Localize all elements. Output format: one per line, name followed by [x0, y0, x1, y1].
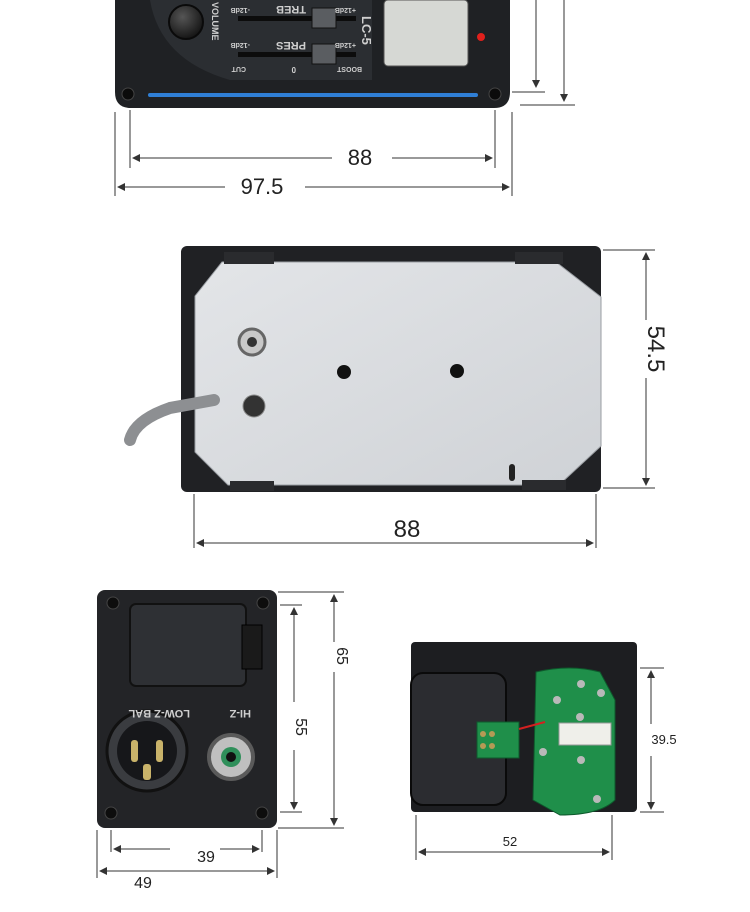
screw-hole-left [121, 87, 135, 101]
treb-label: TREB [276, 3, 306, 15]
treb-slider-track [238, 16, 356, 21]
top-unit-dimensions [114, 0, 575, 196]
mount-hole-right [450, 364, 464, 378]
tuner-lcd-screen [383, 0, 469, 67]
jack-panel-outer-width-label: 49 [134, 875, 152, 892]
back-plate-unit [124, 246, 602, 492]
boost-label: BOOST [336, 65, 362, 72]
screw-hole-right [488, 87, 502, 101]
model-label: LC-5 [359, 16, 374, 45]
cable-hole [242, 394, 266, 418]
pcb-width-label: 52 [503, 834, 517, 849]
pres-label: PRES [276, 39, 306, 51]
pcb-unit-dimensions [415, 667, 664, 860]
preamp-front-panel: VOLUME TREB PRES LC-5 +12dB -12dB +12dB … [115, 0, 510, 108]
mount-hole-left [337, 365, 351, 379]
hi-z-label: HI-Z [229, 707, 251, 719]
jack-panel-unit: LOW-Z BAL HI-Z [97, 590, 277, 828]
treb-plus-label: +12dB [335, 6, 356, 13]
jack-panel-inner-width-label: 39 [197, 849, 215, 866]
blue-led-strip [148, 93, 478, 97]
pres-plus-label: +12dB [335, 41, 356, 48]
pres-slider-handle [311, 43, 337, 65]
back-plate-height-label: 54.5 [642, 326, 669, 373]
volume-knob [168, 4, 204, 40]
top-outer-width-label: 97.5 [241, 174, 284, 199]
zero-label: 0 [291, 65, 296, 74]
jack-panel-dimensions [96, 591, 344, 878]
pcb-unit [410, 642, 637, 816]
treb-minus-label: -12dB [231, 6, 250, 13]
red-led-indicator [477, 33, 485, 41]
jack-panel-outer-height-label: 65 [333, 647, 350, 665]
low-z-label: LOW-Z BAL [128, 707, 190, 719]
jack-panel-inner-height-label: 55 [292, 718, 309, 736]
top-inner-width-label: 88 [348, 145, 372, 170]
pcb-height-label: 39.5 [651, 732, 676, 747]
pres-slider-track [238, 52, 356, 57]
pres-minus-label: -12dB [231, 41, 250, 48]
treb-slider-handle [311, 7, 337, 29]
back-plate-width-label: 88 [394, 516, 421, 543]
battery-door [129, 603, 247, 687]
cable [124, 394, 220, 446]
back-plate-dimensions [193, 249, 655, 548]
cut-label: CUT [231, 65, 246, 72]
volume-label: VOLUME [210, 2, 220, 41]
